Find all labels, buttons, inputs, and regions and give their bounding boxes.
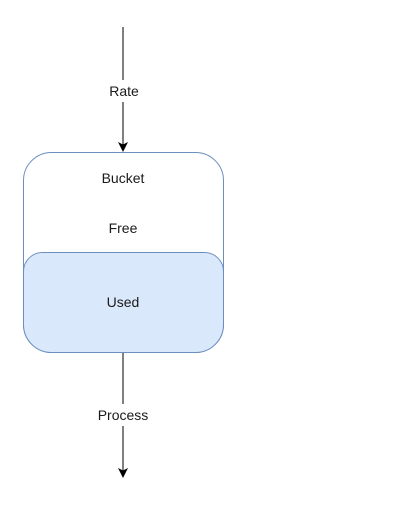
output-arrow-label: Process xyxy=(98,407,149,423)
input-arrow: Rate xyxy=(103,27,143,152)
bucket-used-label: Used xyxy=(107,294,140,310)
bucket-title: Bucket xyxy=(102,170,145,186)
bucket-shape: Bucket Free Used xyxy=(23,152,224,353)
output-arrow-label-bg xyxy=(93,404,153,426)
output-arrow: Process xyxy=(93,353,153,478)
bucket-used-area xyxy=(23,252,224,353)
bucket-free-label: Free xyxy=(109,220,138,236)
input-arrow-label-bg xyxy=(103,80,143,102)
input-arrow-label: Rate xyxy=(109,83,139,99)
